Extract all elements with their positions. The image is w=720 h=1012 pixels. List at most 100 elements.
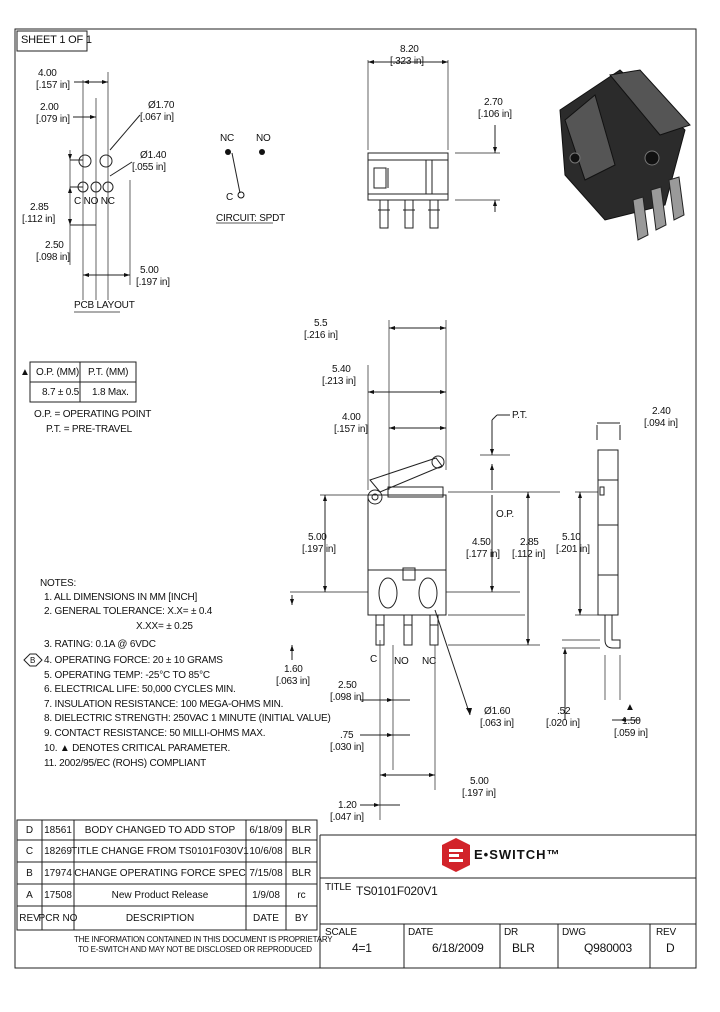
- note-2b: X.XX= ± 0.25: [136, 621, 193, 632]
- front-pin-c: C: [370, 654, 378, 665]
- brand-name: E•SWITCH™: [474, 847, 561, 862]
- side-dim-5-10-in: [.201 in]: [556, 544, 590, 555]
- pcb-dim-dia-1-40-in: [.055 in]: [132, 162, 166, 173]
- front-dim-4-00-in: [.157 in]: [334, 424, 368, 435]
- front-dim-0-75-in: [.030 in]: [330, 742, 364, 753]
- pcb-dim-5-00: 5.00: [140, 265, 159, 276]
- circuit-nc: NC: [220, 133, 235, 144]
- rev-row-d-rev: D: [25, 824, 34, 836]
- rev-row-c-date: 10/6/08: [249, 845, 283, 857]
- rev-row-b-date: 7/15/08: [249, 867, 283, 879]
- front-dim-2-50-in: [.098 in]: [330, 692, 364, 703]
- rev-label: REV: [656, 927, 676, 938]
- op-header: O.P. (MM): [36, 367, 80, 378]
- front-dim-5-00-in: [.197 in]: [302, 544, 336, 555]
- note-8: 8. DIELECTRIC STRENGTH: 250VAC 1 MINUTE …: [44, 713, 331, 724]
- pcb-dim-2-85-in: [.112 in]: [22, 214, 56, 225]
- rev-row-a-rev: A: [26, 889, 33, 901]
- rev-row-c-pcr: 18269: [44, 845, 72, 857]
- rev-header-by: BY: [294, 912, 309, 924]
- front-dim-5-00-bottom: 5.00: [470, 776, 489, 787]
- rev-header-pcr: PCR NO: [38, 912, 78, 924]
- pt-value: 1.8 Max.: [92, 387, 129, 398]
- pcb-dim-2-50: 2.50: [45, 240, 64, 251]
- side-dim-5-10: 5.10: [562, 532, 581, 543]
- pt-note: P.T. = PRE-TRAVEL: [46, 424, 132, 435]
- rev-row-b-desc: CHANGE OPERATING FORCE SPEC: [74, 867, 246, 879]
- rev-row-a-date: 1/9/08: [252, 889, 280, 901]
- front-dim-1-20: 1.20: [338, 800, 357, 811]
- note-1: 1. ALL DIMENSIONS IN MM [INCH]: [44, 592, 198, 603]
- rev-row-c-desc: TITLE CHANGE FROM TS0101F030V1: [71, 845, 249, 857]
- front-dim-dia-1-60-in: [.063 in]: [480, 718, 514, 729]
- note-6: 6. ELECTRICAL LIFE: 50,000 CYCLES MIN.: [44, 684, 236, 695]
- circuit-label: CIRCUIT: SPDT: [216, 213, 286, 224]
- rev-row-a-by: rc: [297, 889, 306, 901]
- side-dim-2-40-in: [.094 in]: [644, 418, 678, 429]
- note-3: 3. RATING: 0.1A @ 6VDC: [44, 639, 156, 650]
- front-dim-1-60: 1.60: [284, 664, 303, 675]
- front-op-label: O.P.: [496, 509, 514, 520]
- top-dim-8-20: 8.20: [400, 44, 419, 55]
- rev-row-b-by: BLR: [291, 867, 312, 879]
- front-dim-4-50-in: [.177 in]: [466, 549, 500, 560]
- rev-row-a-desc: New Product Release: [111, 889, 209, 901]
- note-9: 9. CONTACT RESISTANCE: 50 MILLI-OHMS MAX…: [44, 728, 266, 739]
- pcb-layout-label: PCB LAYOUT: [74, 300, 135, 311]
- top-dim-2-70-in: [.106 in]: [478, 109, 512, 120]
- dwg-label: DWG: [562, 927, 586, 938]
- circuit-c: C: [226, 192, 234, 203]
- front-dim-5-40-in: [.213 in]: [322, 376, 356, 387]
- drawn-by-value: BLR: [512, 941, 535, 955]
- rev-header-date: DATE: [253, 912, 279, 924]
- rev-row-d-desc: BODY CHANGED TO ADD STOP: [84, 824, 236, 836]
- front-dim-1-60-in: [.063 in]: [276, 676, 310, 687]
- pcb-dim-4-00: 4.00: [38, 68, 57, 79]
- pcb-dim-2-50-in: [.098 in]: [36, 252, 70, 263]
- pt-header: P.T. (MM): [88, 367, 129, 378]
- top-dim-2-70: 2.70: [484, 97, 503, 108]
- pcb-dim-4-00-in: [.157 in]: [36, 80, 70, 91]
- side-critical-marker: ▲: [625, 702, 635, 713]
- front-dim-5-40: 5.40: [332, 364, 351, 375]
- side-dim-0-52-in: [.020 in]: [546, 718, 580, 729]
- pcb-pin-labels: C NO NC: [74, 196, 115, 207]
- front-dim-dia-1-60: Ø1.60: [484, 706, 511, 717]
- date-value: 6/18/2009: [432, 941, 484, 955]
- circuit-no: NO: [256, 133, 271, 144]
- front-dim-5-00-bottom-in: [.197 in]: [462, 788, 496, 799]
- front-dim-5-5-in: [.216 in]: [304, 330, 338, 341]
- scale-label: SCALE: [325, 927, 357, 938]
- front-pin-nc: NC: [422, 656, 437, 667]
- pcb-dim-dia-1-70: Ø1.70: [148, 100, 175, 111]
- note-11: 11. 2002/95/EC (ROHS) COMPLIANT: [44, 758, 207, 769]
- rev-header-rev: REV: [19, 912, 40, 924]
- pcb-dim-dia-1-70-in: [.067 in]: [140, 112, 174, 123]
- scale-value: 4=1: [352, 941, 372, 955]
- drawing-title: TS0101F020V1: [356, 884, 438, 898]
- front-dim-2-85-in: [.112 in]: [512, 549, 546, 560]
- date-label: DATE: [408, 927, 434, 938]
- note-7: 7. INSULATION RESISTANCE: 100 MEGA-OHMS …: [44, 699, 284, 710]
- disclaimer-line-1: THE INFORMATION CONTAINED IN THIS DOCUME…: [74, 935, 333, 944]
- pcb-dim-dia-1-40: Ø1.40: [140, 150, 167, 161]
- front-dim-4-50: 4.50: [472, 537, 491, 548]
- pcb-dim-2-85: 2.85: [30, 202, 49, 213]
- drawn-by-label: DR: [504, 927, 519, 938]
- pcb-dim-2-00: 2.00: [40, 102, 59, 113]
- front-dim-5-00: 5.00: [308, 532, 327, 543]
- front-dim-4-00: 4.00: [342, 412, 361, 423]
- side-dim-0-52: .52: [557, 706, 571, 717]
- dwg-value: Q980003: [584, 941, 632, 955]
- op-critical-marker: ▲: [20, 367, 30, 378]
- pcb-dim-2-00-in: [.079 in]: [36, 114, 70, 125]
- rev-row-c-by: BLR: [291, 845, 312, 857]
- rev-row-c-rev: C: [25, 845, 34, 857]
- top-dim-8-20-in: [.323 in]: [390, 56, 424, 67]
- pcb-dim-5-00-in: [.197 in]: [136, 277, 170, 288]
- note-rev-marker: B: [30, 656, 36, 665]
- front-dim-5-5: 5.5: [314, 318, 328, 329]
- rev-row-d-by: BLR: [291, 824, 312, 836]
- side-dim-1-50: 1.50: [622, 716, 641, 727]
